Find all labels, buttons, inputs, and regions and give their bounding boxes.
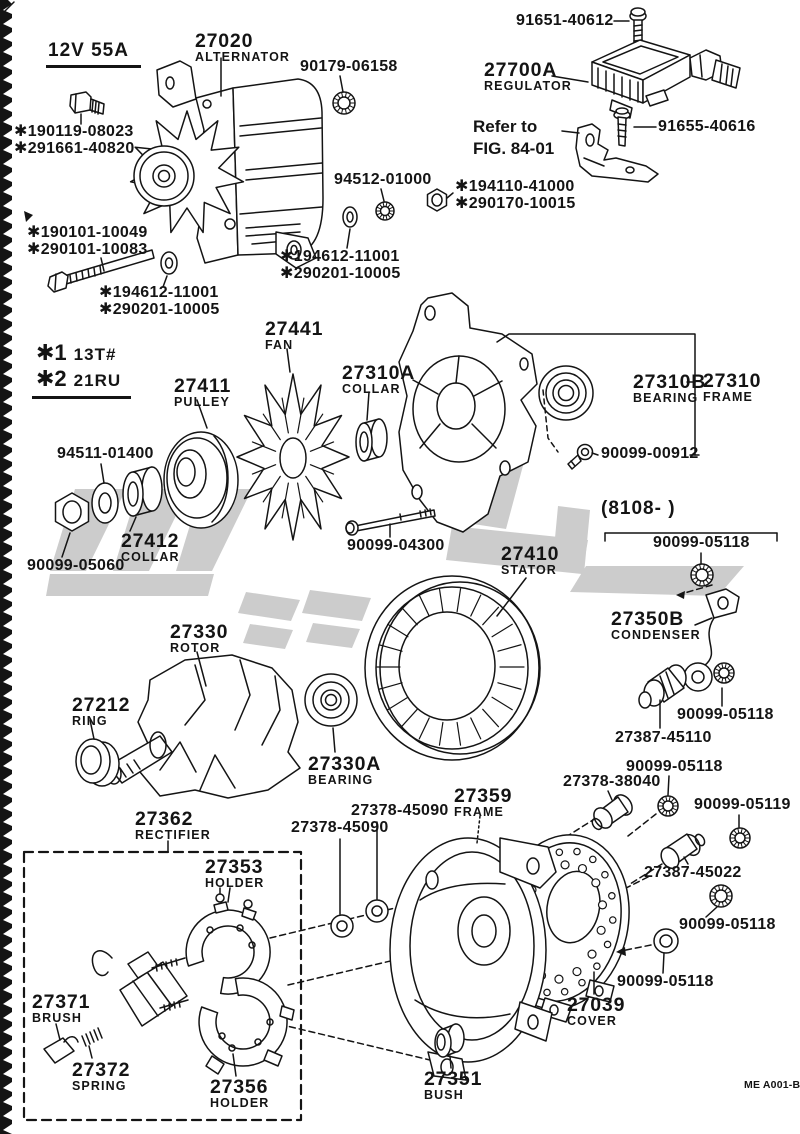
label-194612-11001-a: ✱194612-11001✱290201-10005 — [280, 248, 401, 282]
label-90099-05118-c: 90099-05118 — [626, 758, 723, 775]
label-190101-10049: ✱190101-10049✱290101-10083 — [27, 224, 148, 258]
label-90179-06158: 90179-06158 — [300, 58, 398, 75]
label-190119-08023: ✱190119-08023✱291661-40820 — [14, 123, 135, 157]
serial-range-note: (8108- ) — [601, 498, 676, 519]
label-91651-40612: 91651-40612 — [516, 12, 614, 29]
label-27387-45022: 27387-45022 — [644, 864, 742, 881]
label-27378-38040: 27378-38040 — [563, 773, 661, 790]
spec-label: 12V 55A — [46, 40, 141, 68]
label-194612-11001-b: ✱194612-11001✱290201-10005 — [99, 284, 220, 318]
label-27378-45090-b: 27378-45090 — [291, 819, 389, 836]
label-27387-45110: 27387-45110 — [615, 729, 712, 746]
label-90099-05118-d: 90099-05118 — [679, 916, 776, 933]
label-90099-04300: 90099-04300 — [347, 537, 445, 554]
label-194110-41000: ✱194110-41000✱290170-10015 — [455, 178, 576, 212]
legend-item-2: ✱2 21RU — [36, 366, 122, 391]
label-94511-01400: 94511-01400 — [57, 445, 154, 462]
label-90099-00912: 90099-00912 — [601, 445, 699, 462]
drawing-code: ME A001-B — [744, 1079, 800, 1091]
label-90099-05119: 90099-05119 — [694, 796, 791, 813]
refer-note: Refer to FIG. 84-01 — [473, 117, 555, 159]
legend-note: ✱1 13T# ✱2 21RU — [32, 340, 132, 399]
label-90099-05118-e: 90099-05118 — [617, 973, 714, 990]
label-94512-01000: 94512-01000 — [334, 171, 432, 188]
label-27378-45090-a: 27378-45090 — [351, 802, 449, 819]
label-90099-05118-a: 90099-05118 — [653, 534, 750, 551]
label-91655-40616: 91655-40616 — [658, 118, 756, 135]
label-90099-05060: 90099-05060 — [27, 557, 125, 574]
asterisk-1-mark: ✱1 — [36, 340, 67, 365]
label-90099-05118-b: 90099-05118 — [677, 706, 774, 723]
legend-item-1: ✱1 13T# — [36, 340, 117, 365]
asterisk-2-mark: ✱2 — [36, 366, 67, 391]
